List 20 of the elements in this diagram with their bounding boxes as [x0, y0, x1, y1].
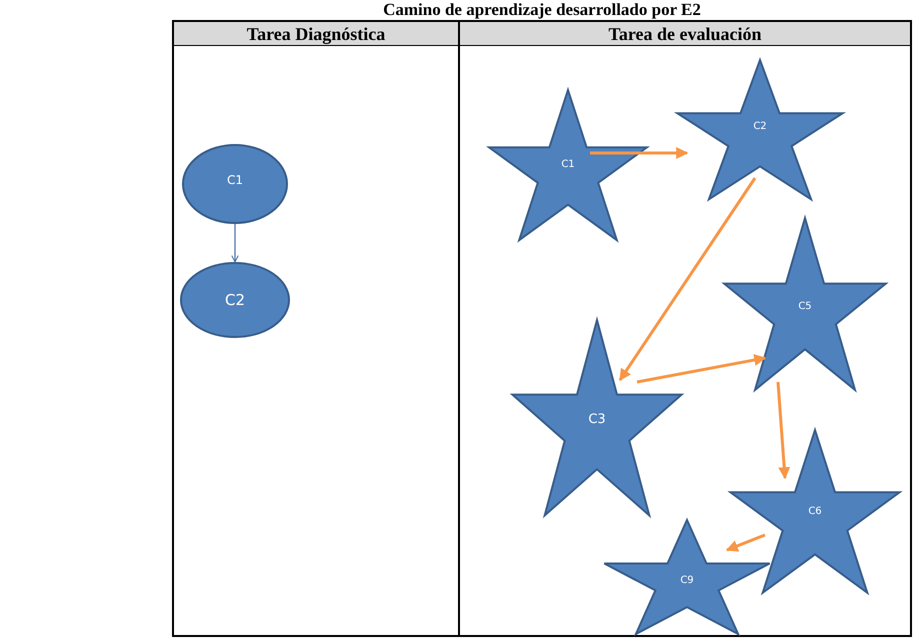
- node-label: C3: [587, 412, 607, 428]
- star-node: [673, 60, 847, 200]
- diagram-title: Camino de aprendizaje desarrollado por E2: [382, 0, 702, 20]
- node-label: C9: [679, 575, 695, 587]
- table-header-cell: Tarea Diagnóstica: [172, 20, 460, 46]
- ellipse-node: [180, 262, 290, 338]
- arrow: [590, 147, 688, 159]
- ellipse-node: [182, 144, 288, 224]
- arrow: [776, 382, 790, 480]
- arrow: [726, 534, 766, 552]
- arrow: [231, 224, 239, 262]
- arrow: [636, 354, 766, 384]
- node-label: C2: [224, 291, 246, 309]
- node-label: C1: [226, 172, 244, 188]
- node-label: C5: [797, 301, 813, 313]
- node-label: C6: [807, 506, 823, 518]
- arrow: [618, 177, 756, 381]
- node-label: C1: [560, 159, 576, 171]
- table-header-cell: Tarea de evaluación: [458, 20, 912, 46]
- node-label: C2: [752, 121, 768, 133]
